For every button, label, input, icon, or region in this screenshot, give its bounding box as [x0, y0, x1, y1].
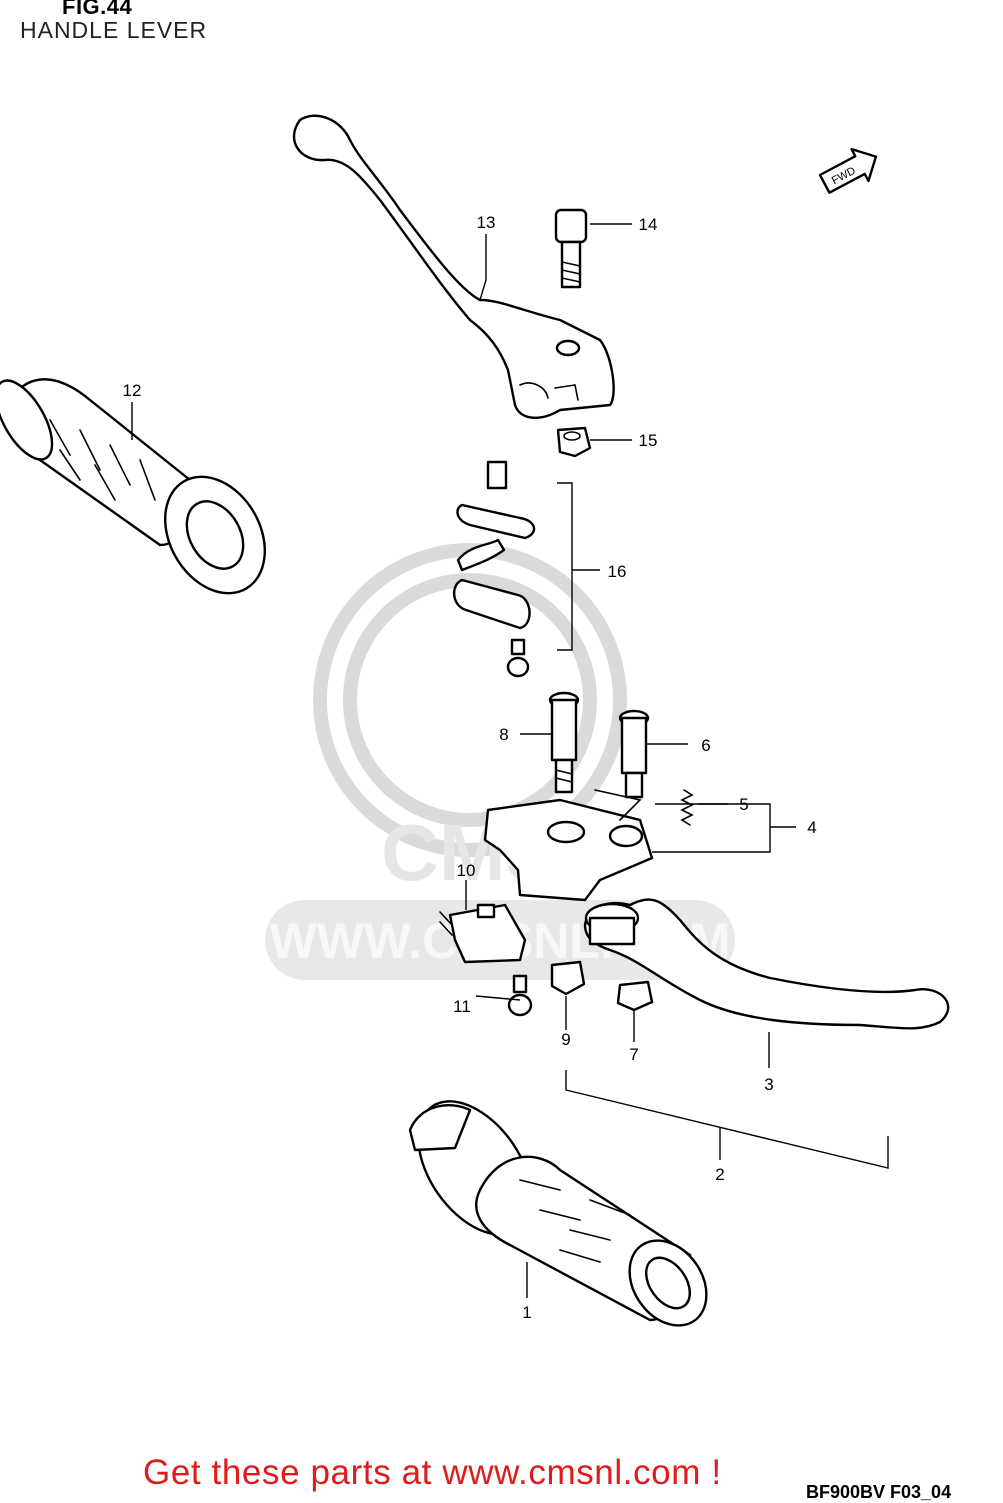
grip-right	[408, 1100, 708, 1327]
callout-4: 4	[807, 818, 816, 837]
callout-16: 16	[608, 562, 627, 581]
callout-1: 1	[522, 1303, 531, 1322]
leader-lines	[131, 223, 889, 1298]
pivot-bolt-8	[548, 691, 580, 794]
callout-14: 14	[639, 215, 658, 234]
spring-5	[680, 789, 694, 826]
callout-11: 11	[453, 997, 471, 1016]
switch-kit-16	[453, 460, 536, 678]
figure-number: FIG.44	[62, 0, 133, 19]
callout-12: 12	[123, 381, 142, 400]
figure-title: HANDLE LEVER	[20, 17, 208, 43]
diagram-code: BF900BV F03_04	[806, 1482, 952, 1502]
lever-upper	[293, 114, 615, 419]
bolt-6	[618, 709, 650, 799]
screw-11	[507, 974, 533, 1017]
nut-7	[616, 980, 654, 1012]
promo-link[interactable]: Get these parts at www.cmsnl.com !	[143, 1453, 722, 1492]
bolt-14	[554, 208, 588, 289]
callout-7: 7	[629, 1045, 638, 1064]
fwd-direction-badge: FWD	[818, 147, 878, 194]
callout-5: 5	[739, 795, 748, 814]
callout-9: 9	[561, 1030, 570, 1049]
callout-2: 2	[715, 1165, 724, 1184]
callout-10: 10	[457, 861, 476, 880]
callout-8: 8	[499, 725, 508, 744]
callout-3: 3	[764, 1075, 773, 1094]
lever-lower	[583, 898, 950, 1030]
callout-labels: 1 2 3 4 5 6 7 8 9 10 11 12 13 14 15 16	[123, 213, 817, 1322]
grip-left	[0, 378, 266, 595]
nut-15	[556, 426, 592, 458]
nut-9	[550, 960, 586, 996]
switch-10	[439, 903, 527, 964]
bracket-4	[483, 789, 654, 902]
callout-6: 6	[701, 736, 710, 755]
callout-15: 15	[639, 431, 658, 450]
callout-13: 13	[477, 213, 496, 232]
